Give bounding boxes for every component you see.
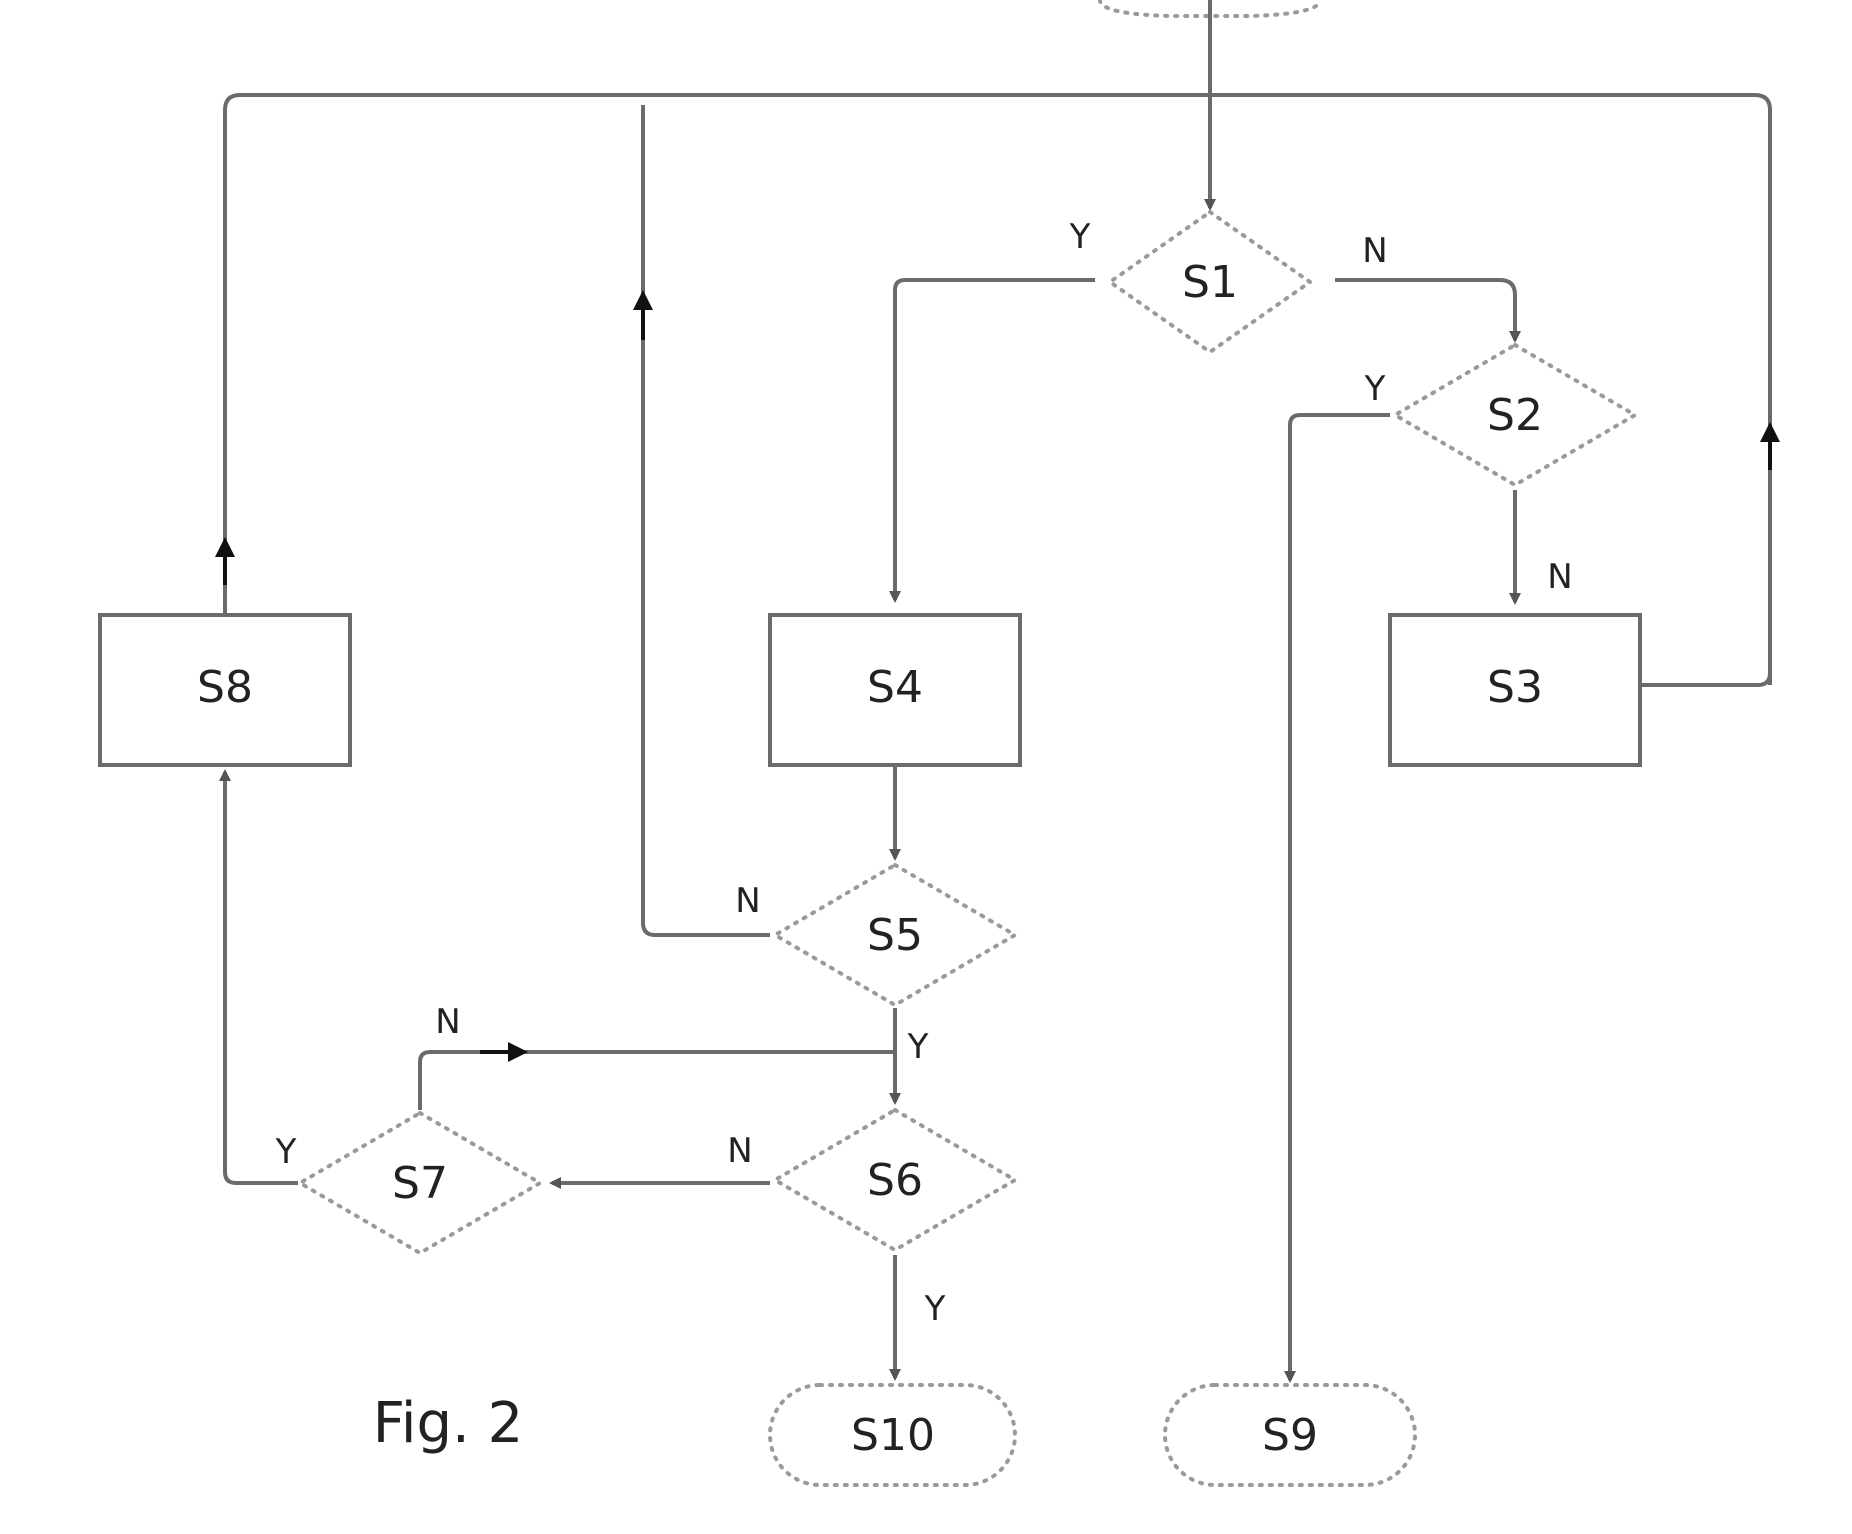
decision-s6: S6 [771,1107,1019,1253]
decision-s6-label: S6 [867,1155,923,1206]
loop-bus-line [223,93,1772,685]
edge-s7-no-to-s6 [418,1050,893,1110]
terminal-s10: S10 [768,1383,1017,1487]
terminal-s10-label: S10 [851,1410,935,1461]
decision-s5: S5 [771,862,1019,1008]
process-s8: S8 [98,613,352,767]
decision-s1-label: S1 [1182,257,1238,308]
decision-s2-label: S2 [1487,390,1543,441]
terminal-s9-label: S9 [1262,1410,1318,1461]
start-terminal [1098,0,1322,18]
process-s3-label: S3 [1487,662,1543,713]
decision-s7-label: S7 [392,1158,448,1209]
edge-label-s6-no: N [727,1131,752,1171]
edge-s3-to-loop [1640,672,1772,687]
decision-s2: S2 [1391,342,1639,488]
edge-s1-yes-to-s4 [889,278,1095,603]
process-s4-label: S4 [867,662,923,713]
edge-label-s2-yes: Y [1364,369,1386,409]
terminal-s9: S9 [1163,1383,1417,1487]
decision-s5-label: S5 [867,910,923,961]
edge-s2-yes-to-s9 [1284,413,1390,1383]
process-s8-label: S8 [197,662,253,713]
edge-label-s7-yes: Y [275,1132,297,1172]
edge-s5-no-to-loop [641,105,770,937]
edge-label-s1-yes: Y [1069,217,1091,257]
edge-label-s7-no: N [435,1002,460,1042]
edge-label-s1-no: N [1362,231,1387,271]
edge-label-s5-yes: Y [907,1027,929,1067]
decision-s1: S1 [1106,209,1314,355]
process-s4: S4 [768,613,1022,767]
edge-s7-yes-to-s8 [219,769,298,1185]
edge-s1-no-to-s2 [1335,278,1521,343]
decision-s7: S7 [296,1110,544,1256]
edge-label-s6-yes: Y [924,1289,946,1329]
edge-label-s5-no: N [735,881,760,921]
edge-label-s2-no: N [1547,557,1572,597]
process-s3: S3 [1388,613,1642,767]
figure-title: Fig. 2 [373,1391,523,1456]
